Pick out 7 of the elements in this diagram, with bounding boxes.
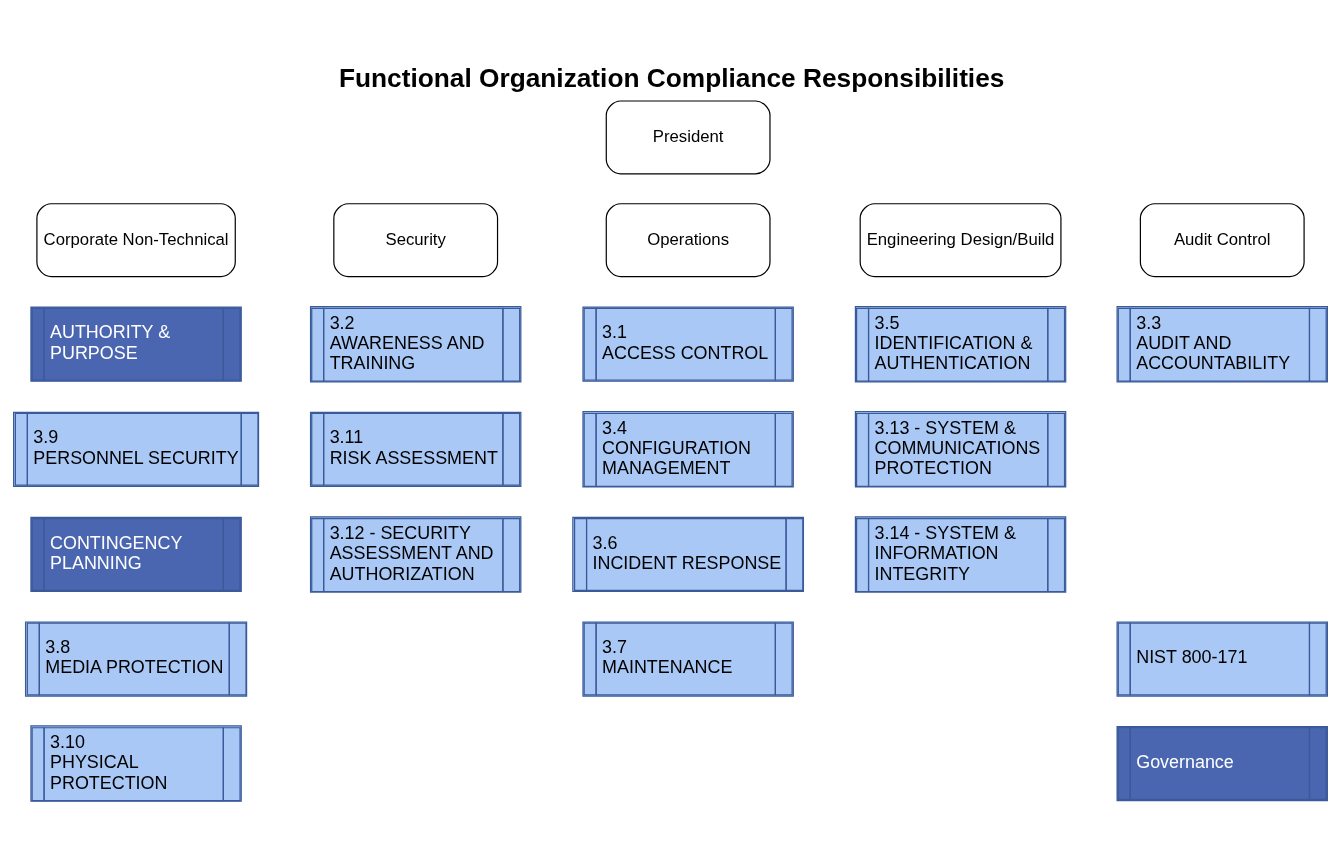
node-box: Corporate Non-Technical [36, 203, 236, 278]
node-box: Engineering Design/Build [859, 203, 1062, 278]
node-box: Operations [605, 203, 771, 278]
node-box: Audit Control [1139, 203, 1305, 278]
node-box: Security [333, 203, 499, 278]
diagram-title: Functional Organization Compliance Responsibilities [338, 63, 1005, 94]
node-box: President [605, 100, 771, 175]
